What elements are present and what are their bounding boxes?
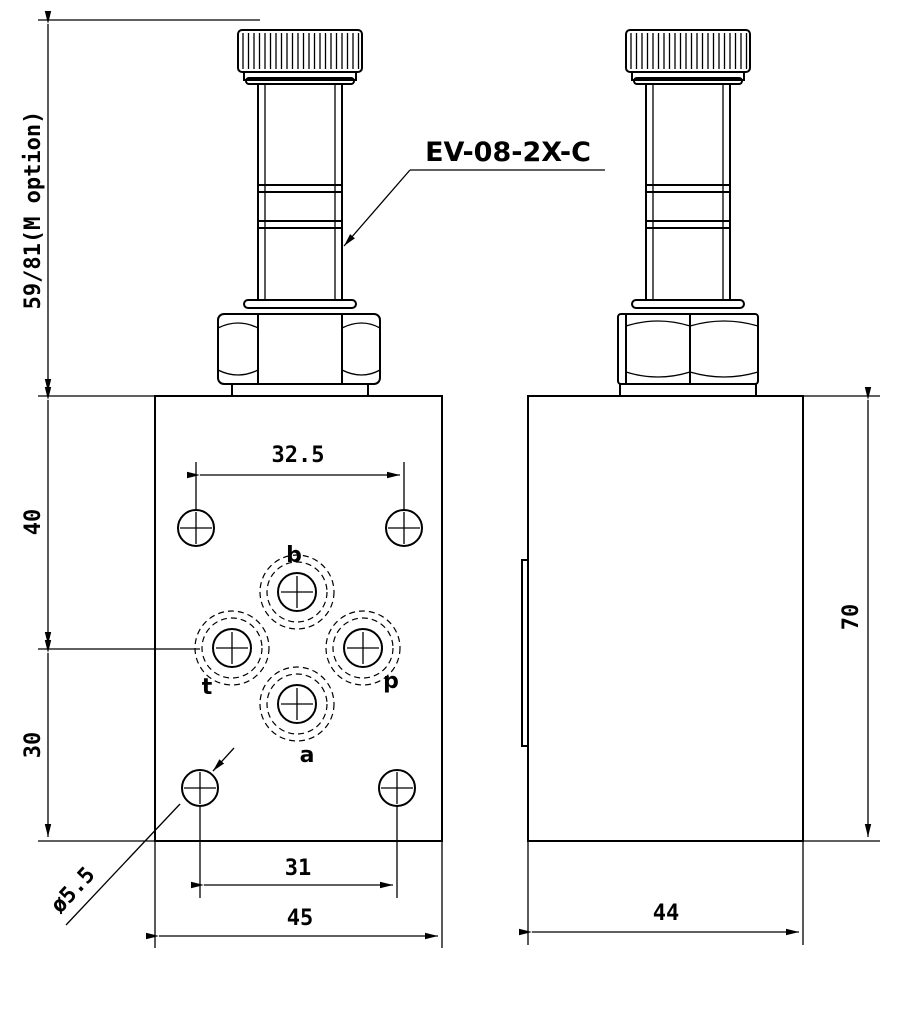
valve-body-front: [154, 395, 443, 842]
knurled-knob-left: [237, 29, 363, 85]
dim-body-height: 70: [839, 604, 864, 631]
port-label-t: t: [202, 675, 213, 700]
part-label: EV-08-2X-C: [425, 137, 591, 168]
dim-lower-height: 30: [21, 732, 46, 759]
valve-body-side: [527, 395, 804, 842]
port-a: [259, 666, 335, 742]
front-view: b t p a: [154, 29, 443, 842]
dim-hole-spacing-bottom: 31: [285, 856, 312, 881]
knurled-knob-right: [625, 29, 751, 85]
port-label-p: p: [383, 669, 399, 694]
hex-nut-right: [617, 313, 759, 397]
dimension-labels: 59/81(M option) 40 30 70 32.5 31 45 44 ø…: [21, 111, 864, 931]
port-p: [325, 610, 401, 686]
dim-hole-spacing-top: 32.5: [272, 443, 325, 468]
dim-hole-diameter: ø5.5: [46, 863, 100, 919]
solenoid-tube-right: [631, 83, 745, 309]
dimension-lines: [38, 11, 880, 948]
hex-nut-left: [217, 313, 381, 397]
solenoid-tube-left: [243, 83, 357, 309]
port-b: [259, 554, 335, 630]
side-plate: [521, 559, 529, 747]
side-view: [521, 29, 804, 842]
port-label-b: b: [286, 543, 302, 568]
dim-upper-height: 40: [21, 509, 46, 536]
port-label-a: a: [300, 743, 315, 768]
dim-body-depth: 44: [653, 901, 680, 926]
dim-solenoid-height: 59/81(M option): [21, 111, 46, 310]
dim-body-width: 45: [287, 906, 314, 931]
port-t: [194, 610, 270, 686]
